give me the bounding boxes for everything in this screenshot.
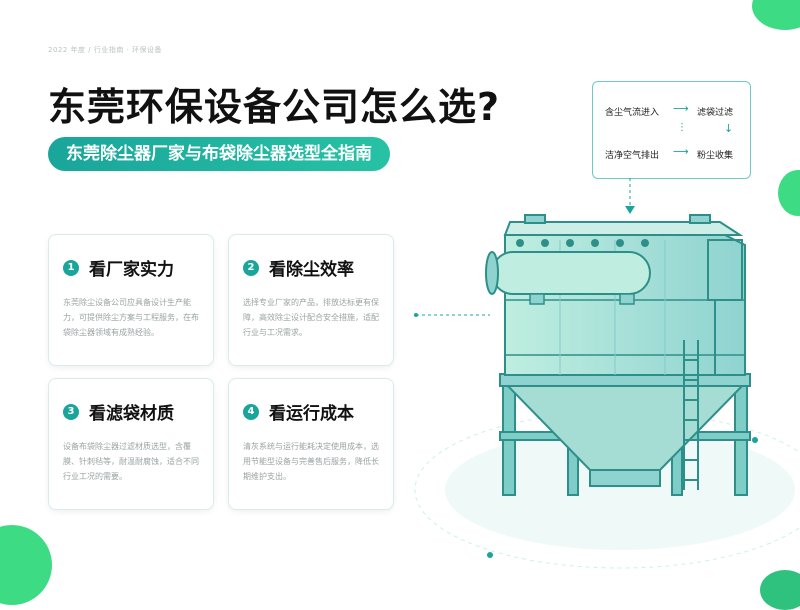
card-description: 选择专业厂家的产品，排放达标更有保障，高效除尘设计配合安全措施，适配行业与工况需… (243, 298, 379, 337)
header-meta: 2022 年度 / 行业指南 · 环保设备 (48, 46, 163, 54)
number-badge: 4 (243, 403, 259, 420)
card-manufacturer-strength: 1 看厂家实力 东莞除尘设备公司应具备设计生产能力，可提供除尘方案与工程服务，在… (48, 234, 214, 366)
side-pipes (707, 239, 743, 375)
card-head: 2 看除尘效率 (243, 255, 354, 280)
card-description: 东莞除尘设备公司应具备设计生产能力，可提供除尘方案与工程服务，在布袋除尘器领域有… (63, 298, 199, 337)
right-arrow-icon: ⟶ (673, 145, 689, 158)
side-ladder (683, 340, 699, 490)
card-head: 1 看厂家实力 (63, 255, 174, 280)
right-arrow-icon: ⟶ (673, 102, 689, 115)
flow-step-clean-air-out: 洁净空气排出 (605, 151, 660, 161)
pipe-end-cap (485, 251, 499, 295)
flow-step-dusty-air-in: 含尘气流进入 (605, 108, 660, 118)
pipe-support (529, 293, 545, 305)
down-arrow-icon: ↓ (724, 122, 734, 135)
card-filter-bag-material: 3 看滤袋材质 设备布袋除尘器过滤材质选型，含覆膜、针刺毡等，耐温耐腐蚀，适合不… (48, 378, 214, 510)
pulse-valves (516, 239, 649, 247)
card-title: 看除尘效率 (269, 260, 354, 280)
roof-vent (689, 214, 711, 224)
dot-marker (487, 552, 493, 558)
card-dust-efficiency: 2 看除尘效率 选择专业厂家的产品，排放达标更有保障，高效除尘设计配合安全措施，… (228, 234, 394, 366)
roof-vent (524, 214, 546, 224)
card-title: 看滤袋材质 (89, 404, 174, 424)
roof (503, 221, 744, 236)
dot-marker (414, 313, 418, 317)
card-head: 3 看滤袋材质 (63, 399, 174, 424)
air-header-pipe (491, 251, 651, 295)
card-head: 4 看运行成本 (243, 399, 354, 424)
down-dashed-arrow-icon: ⋮ (677, 122, 687, 133)
number-badge: 3 (63, 403, 79, 420)
card-title: 看运行成本 (269, 404, 354, 424)
hopper-outlet (589, 469, 661, 487)
card-description: 清灰系统与运行能耗决定使用成本，选用节能型设备与完善售后服务，降低长期维护支出。 (243, 442, 379, 481)
pipe-support (619, 293, 635, 305)
card-operating-cost: 4 看运行成本 清灰系统与运行能耗决定使用成本，选用节能型设备与完善售后服务，降… (228, 378, 394, 510)
ground-shadow (445, 430, 795, 550)
dot-marker (752, 437, 758, 443)
flow-step-bag-filtering: 滤袋过滤 (697, 108, 734, 118)
process-flow-box: 含尘气流进入 ⟶ 滤袋过滤 ⋮ 洁净空气排出 ⟶ 粉尘收集 ↓ (592, 81, 751, 179)
decor-circle-right (778, 170, 800, 216)
card-description: 设备布袋除尘器过滤材质选型，含覆膜、针刺毡等，耐温耐腐蚀，适合不同行业工况的需要… (63, 442, 199, 481)
ground-ring (414, 411, 800, 569)
page-title: 东莞环保设备公司怎么选? (48, 85, 501, 129)
number-badge: 2 (243, 259, 259, 276)
flow-step-dust-collection: 粉尘收集 (697, 151, 734, 161)
number-badge: 1 (63, 259, 79, 276)
page-subtitle: 东莞除尘器厂家与布袋除尘器选型全指南 (48, 137, 390, 171)
down-arrow-icon (625, 206, 635, 214)
card-title: 看厂家实力 (89, 260, 174, 280)
